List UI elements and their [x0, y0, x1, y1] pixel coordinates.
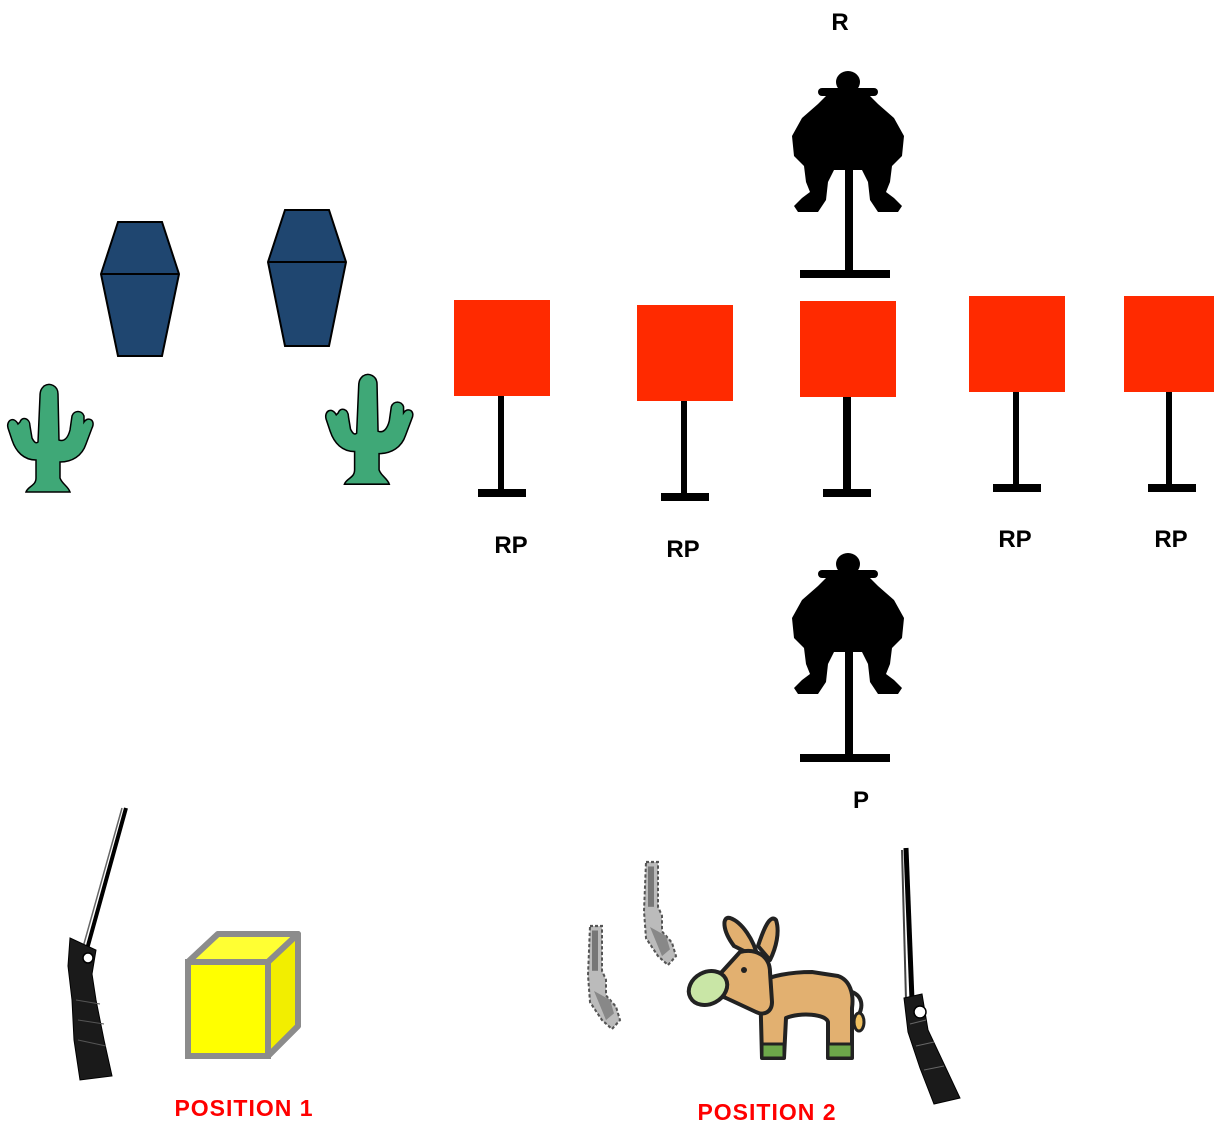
- coffin-icon: [99, 221, 181, 357]
- coffin-icon: [266, 209, 348, 347]
- plate-target-icon: [637, 305, 733, 501]
- rp-label-4: RP: [998, 526, 1031, 553]
- target-label-r: R: [831, 9, 848, 36]
- position-2-label: POSITION 2: [697, 1099, 836, 1122]
- plate-target-icon: [1124, 296, 1214, 492]
- pistol-icon: [586, 924, 622, 1031]
- plate-target-icon: [454, 300, 550, 497]
- silhouette-target-icon: [792, 71, 904, 278]
- silhouette-target-icon: [792, 553, 904, 762]
- box-icon: [185, 931, 301, 1059]
- shotgun-icon: [67, 807, 128, 1081]
- position-1-label: POSITION 1: [174, 1095, 313, 1121]
- cactus-icon: [6, 383, 94, 493]
- donkey-icon: [686, 915, 866, 1060]
- plate-target-icon: [800, 301, 896, 497]
- target-label-p: P: [853, 787, 869, 814]
- cactus-icon: [324, 373, 414, 485]
- rp-label-1: RP: [494, 532, 527, 559]
- rp-label-5: RP: [1154, 526, 1187, 553]
- rp-label-2: RP: [666, 536, 699, 563]
- rifle-icon: [901, 847, 961, 1105]
- plate-target-icon: [969, 296, 1065, 492]
- pistol-icon: [642, 860, 678, 967]
